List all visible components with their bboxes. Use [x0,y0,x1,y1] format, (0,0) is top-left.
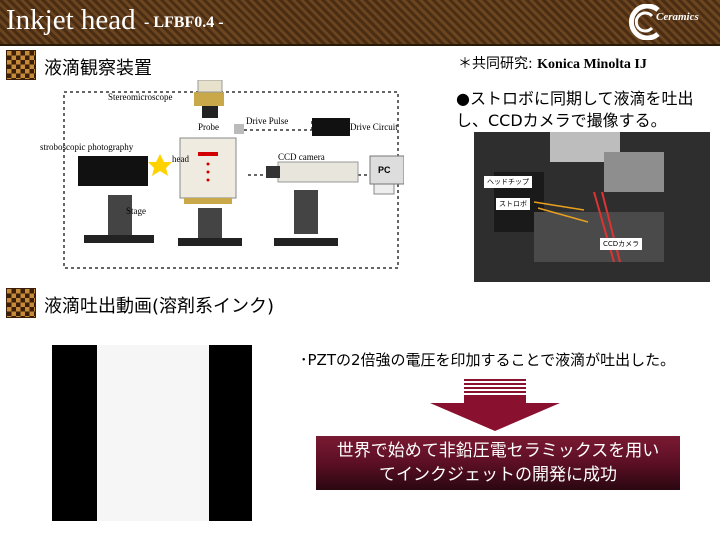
joint-research-label: ＊共同研究: [458,56,538,72]
logo-text: Ceramics [656,11,699,23]
down-arrow-icon [430,395,560,431]
photo-tag-ccd: CCDカメラ [600,238,643,250]
ceramics-logo: Ceramics [628,4,699,40]
movie-frame [97,345,209,521]
ejection-movie[interactable] [52,345,252,521]
arrow-stripes [464,379,526,395]
photo-tag-head-chip: ヘッドチップ [484,176,532,188]
label-ccd-camera: CCD camera [278,152,325,162]
section-bullet-icon [6,288,36,318]
apparatus-photo: ヘッドチップ ストロボ CCDカメラ [474,132,710,282]
title-divider [0,44,720,46]
apparatus-drawing [63,80,404,269]
conclusion-box: 世界で始めて非鉛圧電セラミックスを用い てインクジェットの開発に成功 [316,436,680,490]
label-head: head [172,154,189,164]
label-stereomicroscope: Stereomicroscope [108,92,173,102]
label-drive-pulse: Drive Pulse [246,116,289,126]
slide-subtitle: - LFBF0.4 - [144,14,224,31]
joint-research-partner: Konica Minolta IJ [537,57,647,72]
label-drive-circuit: Drive Circuit [350,122,398,132]
strobe-description: ●ストロボに同期して液滴を吐出し、CCDカメラで撮像する。 [456,89,694,130]
label-probe: Probe [198,122,219,132]
apparatus-diagram: Stereomicroscope Probe Drive Pulse Drive… [38,80,404,275]
photo-tag-strobe: ストロボ [496,198,530,210]
section-title-observation: 液滴観察装置 [44,58,152,79]
section-title-ejection-movie: 液滴吐出動画(溶剤系インク) [44,296,275,317]
joint-research-note: ＊共同研究: Konica Minolta IJ [458,53,647,73]
label-pc: PC [378,165,391,175]
title-bar [0,0,720,44]
label-strobe: stroboscopic photography [40,142,134,152]
label-stage: Stage [126,206,146,216]
section-bullet-icon [6,50,36,80]
slide-title: Inkjet head [6,4,136,36]
conclusion-line-2: てインクジェットの開発に成功 [379,465,617,485]
conclusion-line-1: 世界で始めて非鉛圧電セラミックスを用い [336,441,660,461]
result-bullet: ･PZTの2倍強の電圧を印加することで液滴が吐出した。 [300,351,676,369]
